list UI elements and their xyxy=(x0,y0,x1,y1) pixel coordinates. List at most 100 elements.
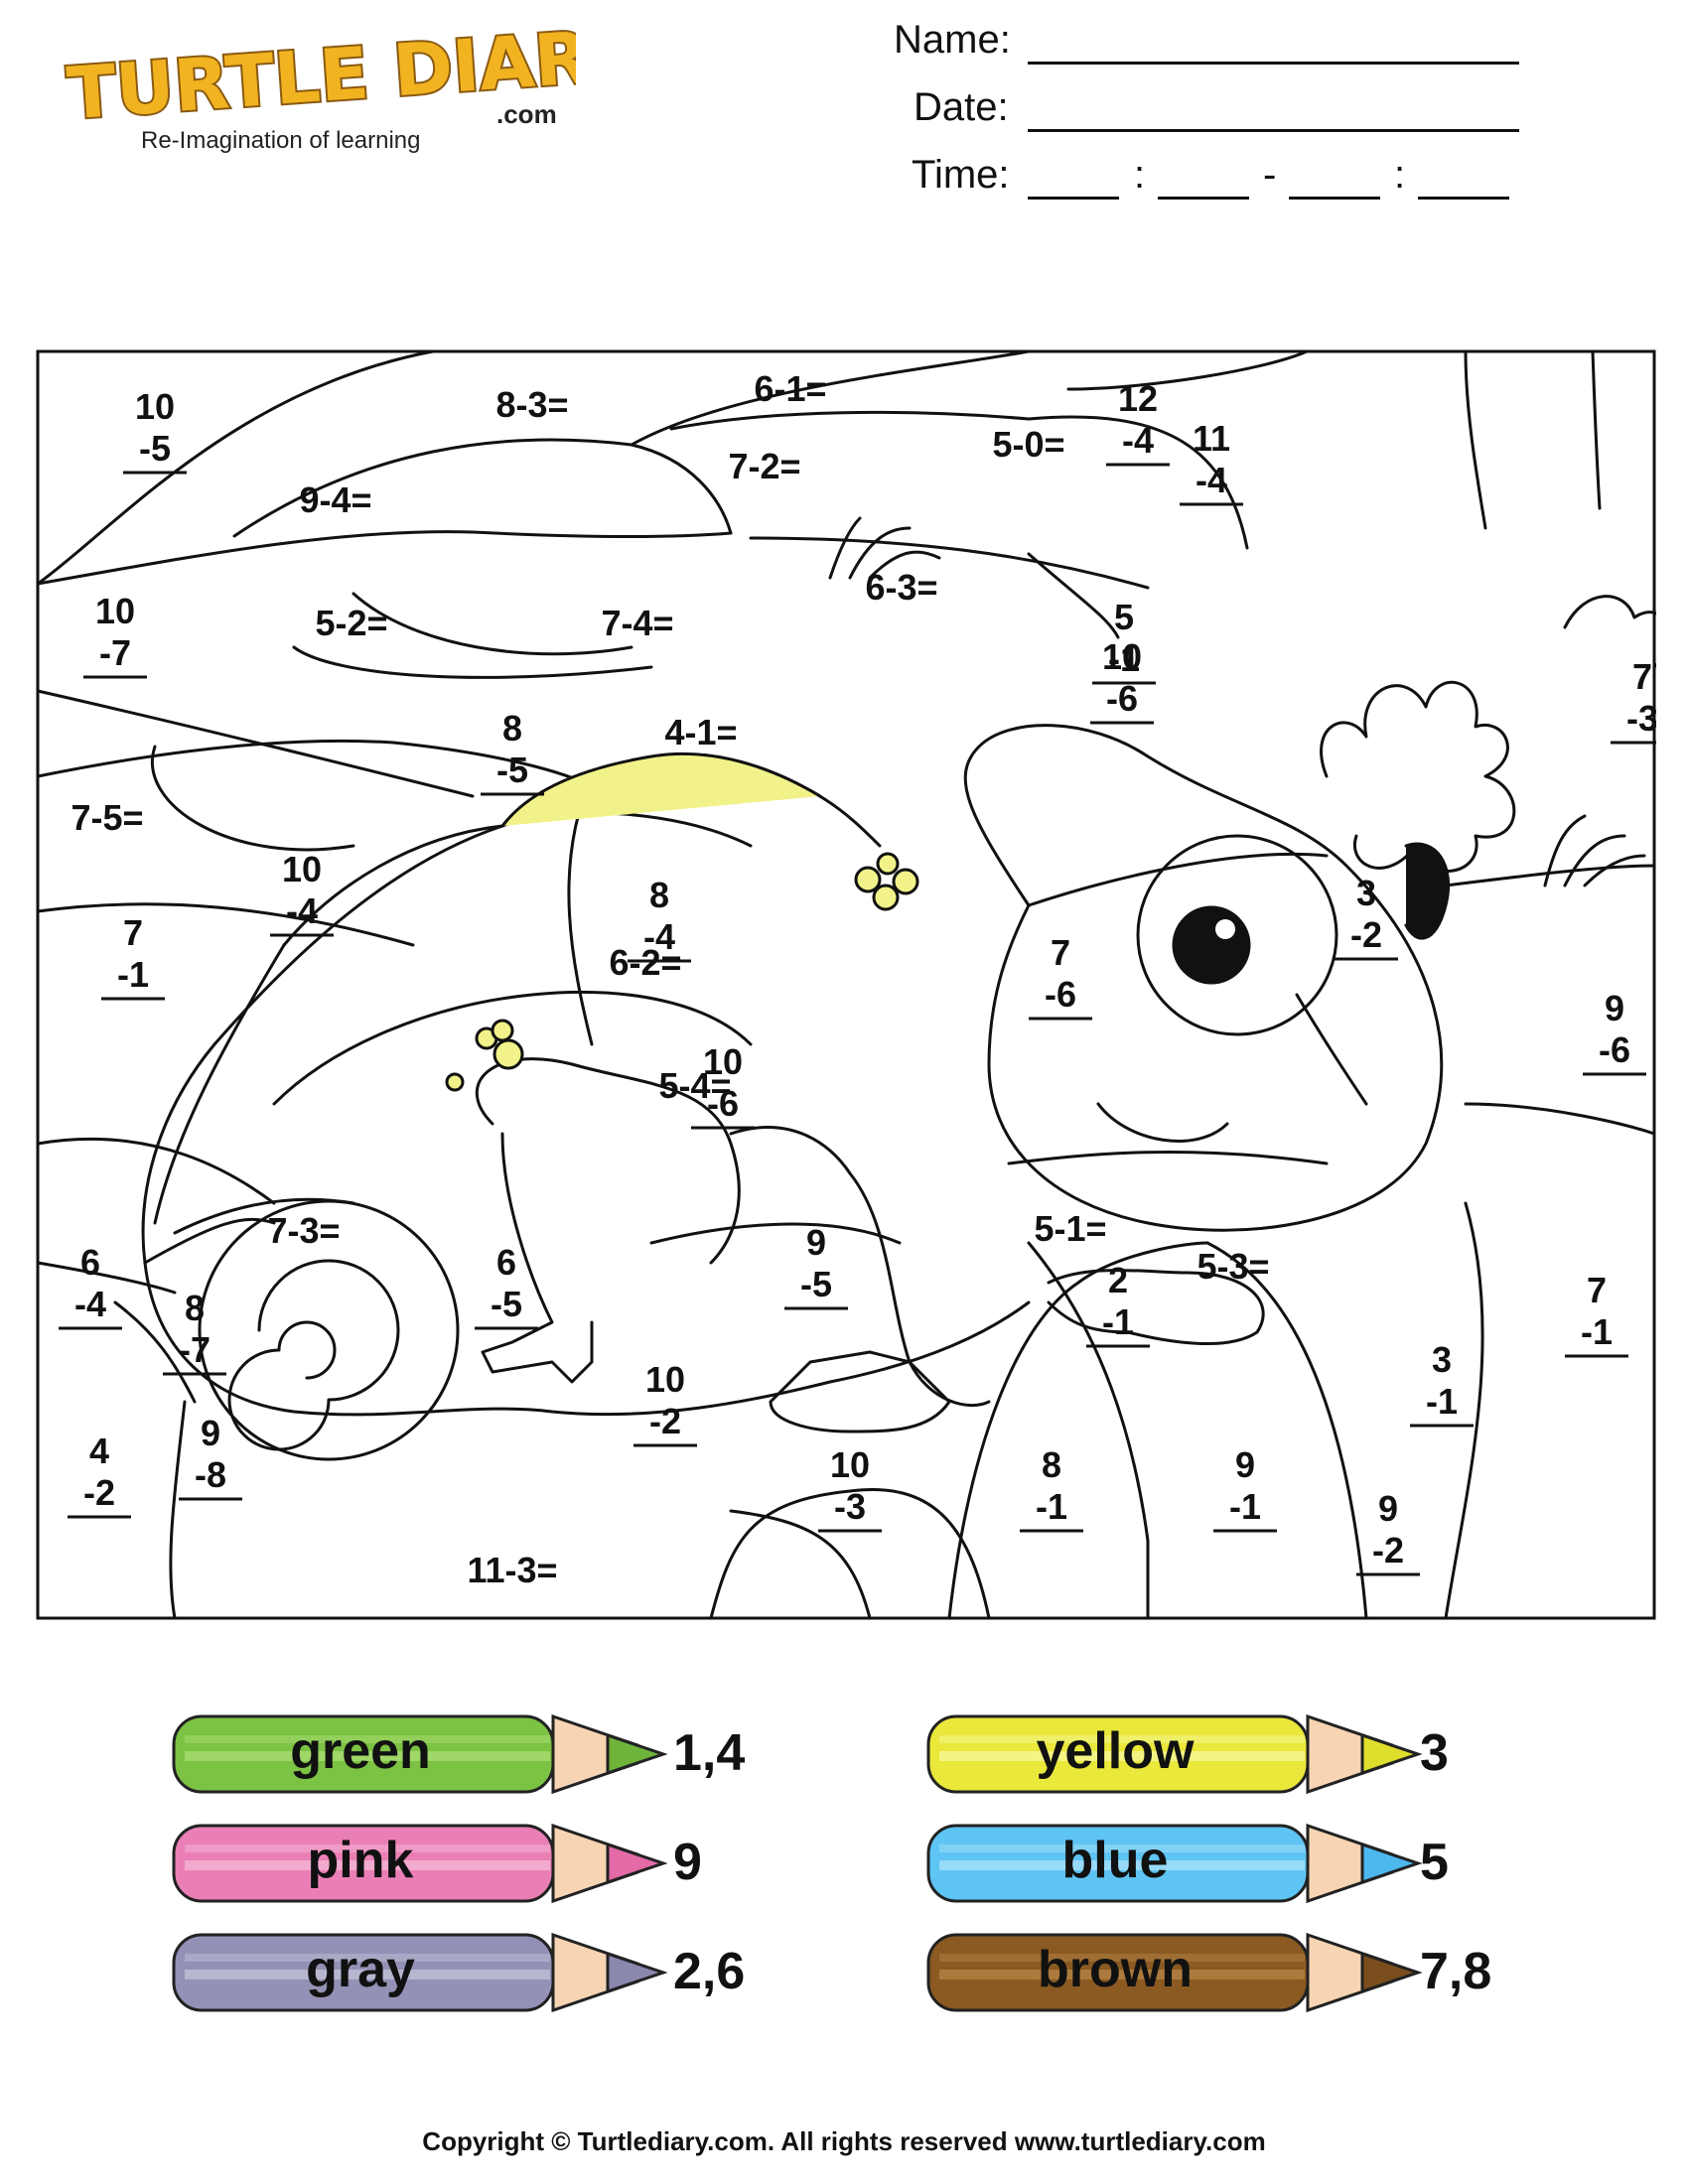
problem-bottom-number: -4 xyxy=(1196,460,1227,500)
problem-bottom-number: -6 xyxy=(707,1083,739,1124)
problem-top-number: 9 xyxy=(1378,1488,1398,1529)
math-problem: 10-5 xyxy=(123,386,187,475)
problem-top-number: 9 xyxy=(201,1413,220,1453)
time-separator: - xyxy=(1263,153,1277,197)
problem-bottom-number: -5 xyxy=(800,1264,832,1304)
math-problem: 5-1= xyxy=(1034,1208,1106,1249)
color-numbers: 7,8 xyxy=(1420,1943,1492,2000)
math-problem: 7-5= xyxy=(70,797,143,838)
problem-top-number: 12 xyxy=(1118,378,1158,419)
problem-expression: 7-5= xyxy=(70,797,143,838)
problem-bottom-number: -5 xyxy=(139,428,171,469)
problem-top-number: 3 xyxy=(1356,873,1376,913)
problem-bottom-number: -1 xyxy=(1036,1486,1067,1527)
problem-expression: 7-2= xyxy=(728,446,800,486)
problem-top-number: 7 xyxy=(1051,932,1070,973)
name-label: Name: xyxy=(894,18,1011,62)
math-problem: 5-2= xyxy=(315,603,387,643)
time-separator: : xyxy=(1394,153,1406,197)
math-problem: 10-2 xyxy=(633,1359,697,1447)
math-problem: 11-4 xyxy=(1180,418,1243,506)
math-problem: 5-3= xyxy=(1196,1246,1269,1287)
problem-bottom-number: -2 xyxy=(649,1401,681,1441)
math-problem: 9-4= xyxy=(299,479,371,520)
color-numbers: 1,4 xyxy=(673,1724,746,1782)
date-line[interactable] xyxy=(1028,129,1519,132)
math-problem: 4-2 xyxy=(68,1431,131,1519)
problem-expression: 5-2= xyxy=(315,603,387,643)
problem-top-number: 10 xyxy=(703,1041,743,1082)
time-minutes-line[interactable] xyxy=(1418,197,1509,200)
problem-bottom-number: -3 xyxy=(834,1486,866,1527)
region-outlines xyxy=(36,349,1671,1620)
time-minutes-line[interactable] xyxy=(1158,197,1249,200)
math-problem: 8-1 xyxy=(1020,1444,1083,1533)
problem-bottom-number: -1 xyxy=(117,954,149,995)
blue-pencil-icon xyxy=(926,1823,1422,1904)
math-problem: 11-3= xyxy=(467,1550,557,1590)
problem-bottom-number: -1 xyxy=(1102,1301,1134,1342)
problem-expression: 7-4= xyxy=(601,603,673,643)
problem-top-number: 6 xyxy=(80,1242,100,1283)
color-name: pink xyxy=(307,1832,414,1889)
problem-expression: 11-3= xyxy=(467,1550,557,1590)
math-problem: 10-4 xyxy=(270,849,334,937)
math-problem: 3-2 xyxy=(1335,873,1398,961)
problem-bottom-number: -8 xyxy=(195,1454,226,1495)
problem-bottom-number: -5 xyxy=(496,750,528,790)
math-problem: 10-6 xyxy=(1090,636,1154,725)
problem-bottom-number: -1 xyxy=(1108,638,1140,679)
problem-bottom-number: -7 xyxy=(179,1329,211,1370)
math-problem: 9-8 xyxy=(179,1413,242,1501)
math-problem: 9-2 xyxy=(1356,1488,1420,1576)
problem-top-number: 10 xyxy=(1102,636,1142,677)
problem-top-number: 6 xyxy=(496,1242,516,1283)
math-problem: 6-4 xyxy=(59,1242,122,1330)
time-hours-line[interactable] xyxy=(1289,197,1380,200)
problem-bottom-number: -7 xyxy=(99,632,131,673)
math-problem: 12-4 xyxy=(1106,378,1170,467)
problem-top-number: 9 xyxy=(806,1222,826,1263)
problem-expression: 5-4= xyxy=(658,1065,731,1106)
color-numbers: 2,6 xyxy=(673,1943,746,2000)
date-label: Date: xyxy=(914,85,1009,129)
problem-expression: 5-1= xyxy=(1034,1208,1106,1249)
problem-top-number: 2 xyxy=(1108,1260,1128,1300)
math-problem: 8-4 xyxy=(628,875,691,963)
logo-tagline: Re-Imagination of learning xyxy=(141,127,421,154)
pencil-brown: brown 7,8 xyxy=(925,1932,1491,2015)
problem-bottom-number: -2 xyxy=(1350,914,1382,955)
problem-bottom-number: -2 xyxy=(83,1472,115,1513)
problem-top-number: 7 xyxy=(1632,656,1652,697)
gray-pencil-icon xyxy=(172,1932,667,2013)
math-problem: 5-1 xyxy=(1092,597,1156,685)
time-label: Time: xyxy=(912,153,1010,197)
problem-top-number: 4 xyxy=(89,1431,109,1471)
math-problem: 6-5 xyxy=(475,1242,538,1330)
pencil-yellow: yellow 3 xyxy=(925,1713,1481,1797)
math-problem: 9-5 xyxy=(784,1222,848,1310)
time-hours-line[interactable] xyxy=(1028,197,1119,200)
problem-top-number: 10 xyxy=(830,1444,870,1485)
problem-top-number: 9 xyxy=(1235,1444,1255,1485)
problem-expression: 5-3= xyxy=(1196,1246,1269,1287)
problem-top-number: 10 xyxy=(95,591,135,631)
problem-expression: 5-0= xyxy=(992,424,1064,465)
color-name: brown xyxy=(1038,1941,1193,1998)
pencil-blue: blue 5 xyxy=(925,1823,1481,1906)
problem-expression: 6-1= xyxy=(754,368,826,409)
problem-bottom-number: -4 xyxy=(286,890,318,931)
problem-top-number: 11 xyxy=(1193,418,1230,459)
name-line[interactable] xyxy=(1028,62,1519,65)
problem-top-number: 7 xyxy=(123,912,143,953)
math-problem: 7-2= xyxy=(728,446,800,486)
pencil-gray: gray 2,6 xyxy=(171,1932,745,2015)
problem-bottom-number: -5 xyxy=(491,1284,522,1324)
math-problem: 6-3= xyxy=(865,567,937,608)
problem-bottom-number: -4 xyxy=(1122,420,1154,461)
color-numbers: 5 xyxy=(1420,1834,1449,1891)
problem-expression: 9-4= xyxy=(299,479,371,520)
problem-top-number: 8 xyxy=(185,1288,205,1328)
turtle-diary-logo: TURTLE DIARY .com xyxy=(60,10,642,167)
